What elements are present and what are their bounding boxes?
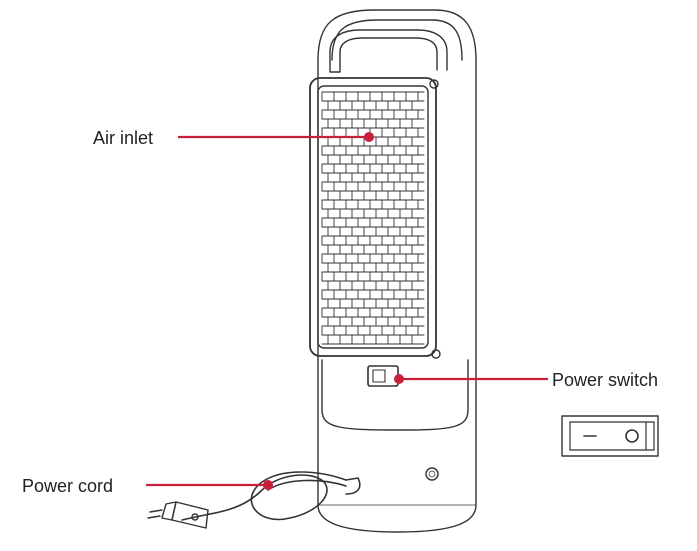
power-switch[interactable] xyxy=(367,365,399,387)
callout-power-switch xyxy=(394,374,548,384)
power-cord xyxy=(181,471,361,521)
switch-off-mark xyxy=(625,429,639,443)
callout-air-inlet xyxy=(178,132,374,142)
indicator-light xyxy=(425,467,439,481)
power-plug xyxy=(147,501,209,529)
power-switch-label: Power switch xyxy=(552,370,659,390)
switch-panel xyxy=(321,359,469,431)
heater-body xyxy=(317,9,477,533)
callout-power-cord xyxy=(146,480,273,490)
carry-handle xyxy=(329,29,448,73)
switch-detail-inset xyxy=(561,415,659,457)
air-inlet-label: Air inlet xyxy=(93,128,154,148)
power-cord-label: Power cord xyxy=(22,476,114,496)
air-inlet-grille xyxy=(309,77,441,359)
